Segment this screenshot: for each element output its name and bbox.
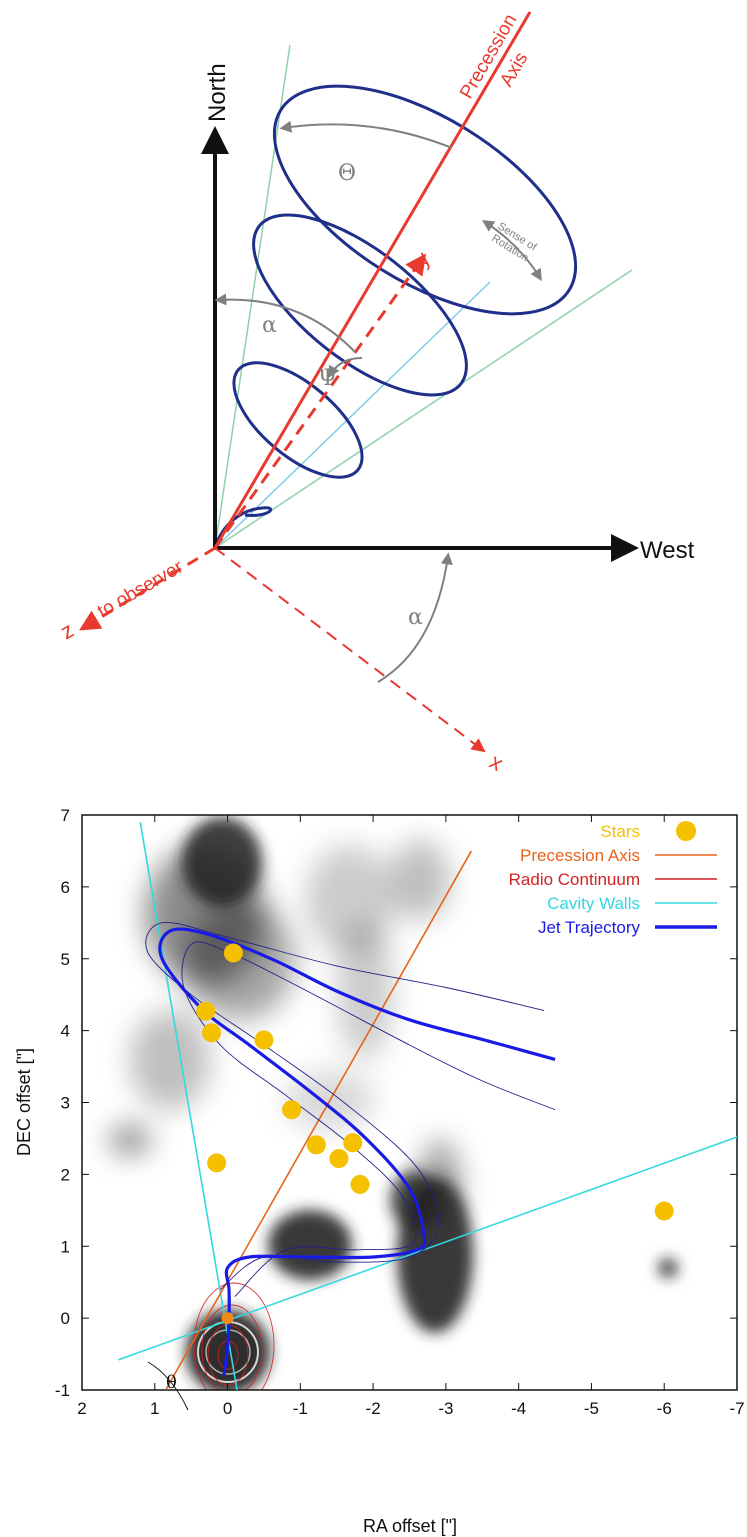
theta-angle-label: θ (166, 1372, 177, 1393)
x-tick-label: -1 (293, 1399, 308, 1418)
cavity-wall-2 (118, 1136, 737, 1361)
y-axis-label: DEC offset ["] (14, 1048, 34, 1156)
x-tick-label: 2 (77, 1399, 86, 1418)
legend-cavity-label: Cavity Walls (547, 894, 640, 913)
cone-edge-left (214, 44, 291, 549)
x-tick-label: -5 (584, 1399, 599, 1418)
z-label: z (56, 617, 78, 644)
star-point (207, 1153, 227, 1173)
trajectory-envelope-2 (181, 941, 556, 1297)
x-label: x (486, 749, 508, 776)
y-tick-label: 3 (61, 1094, 70, 1113)
star-point (306, 1135, 326, 1155)
precession-axis (164, 850, 473, 1390)
theta-angle-arc (147, 1361, 189, 1411)
helix-loop-4 (272, 84, 578, 316)
sight-line (214, 281, 491, 549)
y-tick-label: 2 (61, 1165, 70, 1184)
psi-arc (328, 357, 363, 379)
chart-legend: Stars Precession Axis Radio Continuum Ca… (509, 821, 717, 937)
psi-label: Ψ (318, 366, 337, 391)
trajectory-envelope-1 (145, 921, 545, 1290)
cavity-wall-1 (139, 822, 238, 1390)
x-tick-label: -4 (511, 1399, 526, 1418)
cone-edge-right (214, 269, 633, 549)
x-axis (214, 547, 486, 753)
jet-trajectory (158, 927, 556, 1376)
west-label: West (640, 537, 695, 564)
z-axis (79, 546, 216, 631)
x-tick-label: -2 (366, 1399, 381, 1418)
y-tick-label: 5 (61, 950, 70, 969)
y-tick-label: 4 (61, 1022, 70, 1041)
y-label: y (409, 247, 435, 271)
helix-loop-1 (213, 506, 273, 549)
alpha-arc-upper (214, 293, 356, 353)
x-tick-label: -6 (657, 1399, 672, 1418)
alpha-lower-label: α (408, 605, 423, 630)
precession-diagram: North West Precession Axis y z to observ… (56, 11, 695, 776)
theta-label: Θ (338, 161, 356, 186)
star-point (254, 1030, 274, 1050)
precession-axis-line (213, 11, 532, 549)
alpha-arc-lower (377, 552, 453, 683)
helix-loop-3 (252, 213, 468, 397)
y-tick-label: 6 (61, 878, 70, 897)
legend-precession-label: Precession Axis (520, 846, 640, 865)
star-point (654, 1201, 674, 1221)
x-tick-label: 1 (150, 1399, 159, 1418)
star-point (329, 1149, 349, 1169)
legend-radio-label: Radio Continuum (509, 870, 640, 889)
star-point (223, 943, 243, 963)
star-point (350, 1174, 370, 1194)
star-markers (196, 943, 674, 1325)
legend-jet-label: Jet Trajectory (538, 918, 641, 937)
star-point (221, 1312, 234, 1325)
x-tick-label: -3 (438, 1399, 453, 1418)
rotation-arrow (481, 220, 542, 282)
precession-helix (213, 84, 578, 549)
star-point (196, 1001, 216, 1021)
theta-arc (279, 120, 453, 149)
y-tick-label: 0 (61, 1309, 70, 1328)
star-point (282, 1100, 302, 1120)
star-point (343, 1133, 363, 1153)
y-tick-label: -1 (55, 1381, 70, 1400)
helix-loop-2 (232, 361, 364, 479)
axis-ticks: 2 1 0 -1 -2 -3 -4 -5 -6 -7 -1 0 1 2 3 4 5 6 7 (55, 806, 745, 1418)
offset-chart: 2 1 0 -1 -2 -3 -4 -5 -6 -7 -1 0 1 2 3 4 5 6 7 θ RA offset … (14, 806, 745, 1536)
z-note-label: to observer (94, 556, 187, 622)
star-point (202, 1023, 222, 1043)
x-tick-label: 0 (223, 1399, 232, 1418)
x-tick-label: -7 (729, 1399, 744, 1418)
north-label: North (204, 63, 231, 122)
y-tick-label: 7 (61, 806, 70, 825)
alpha-upper-label: α (262, 313, 277, 338)
y-axis (213, 253, 427, 549)
x-axis-label: RA offset ["] (363, 1516, 457, 1536)
y-tick-label: 1 (61, 1237, 70, 1256)
legend-stars-label: Stars (600, 822, 640, 841)
legend-stars-marker (676, 821, 696, 841)
plot-lines (118, 822, 737, 1390)
